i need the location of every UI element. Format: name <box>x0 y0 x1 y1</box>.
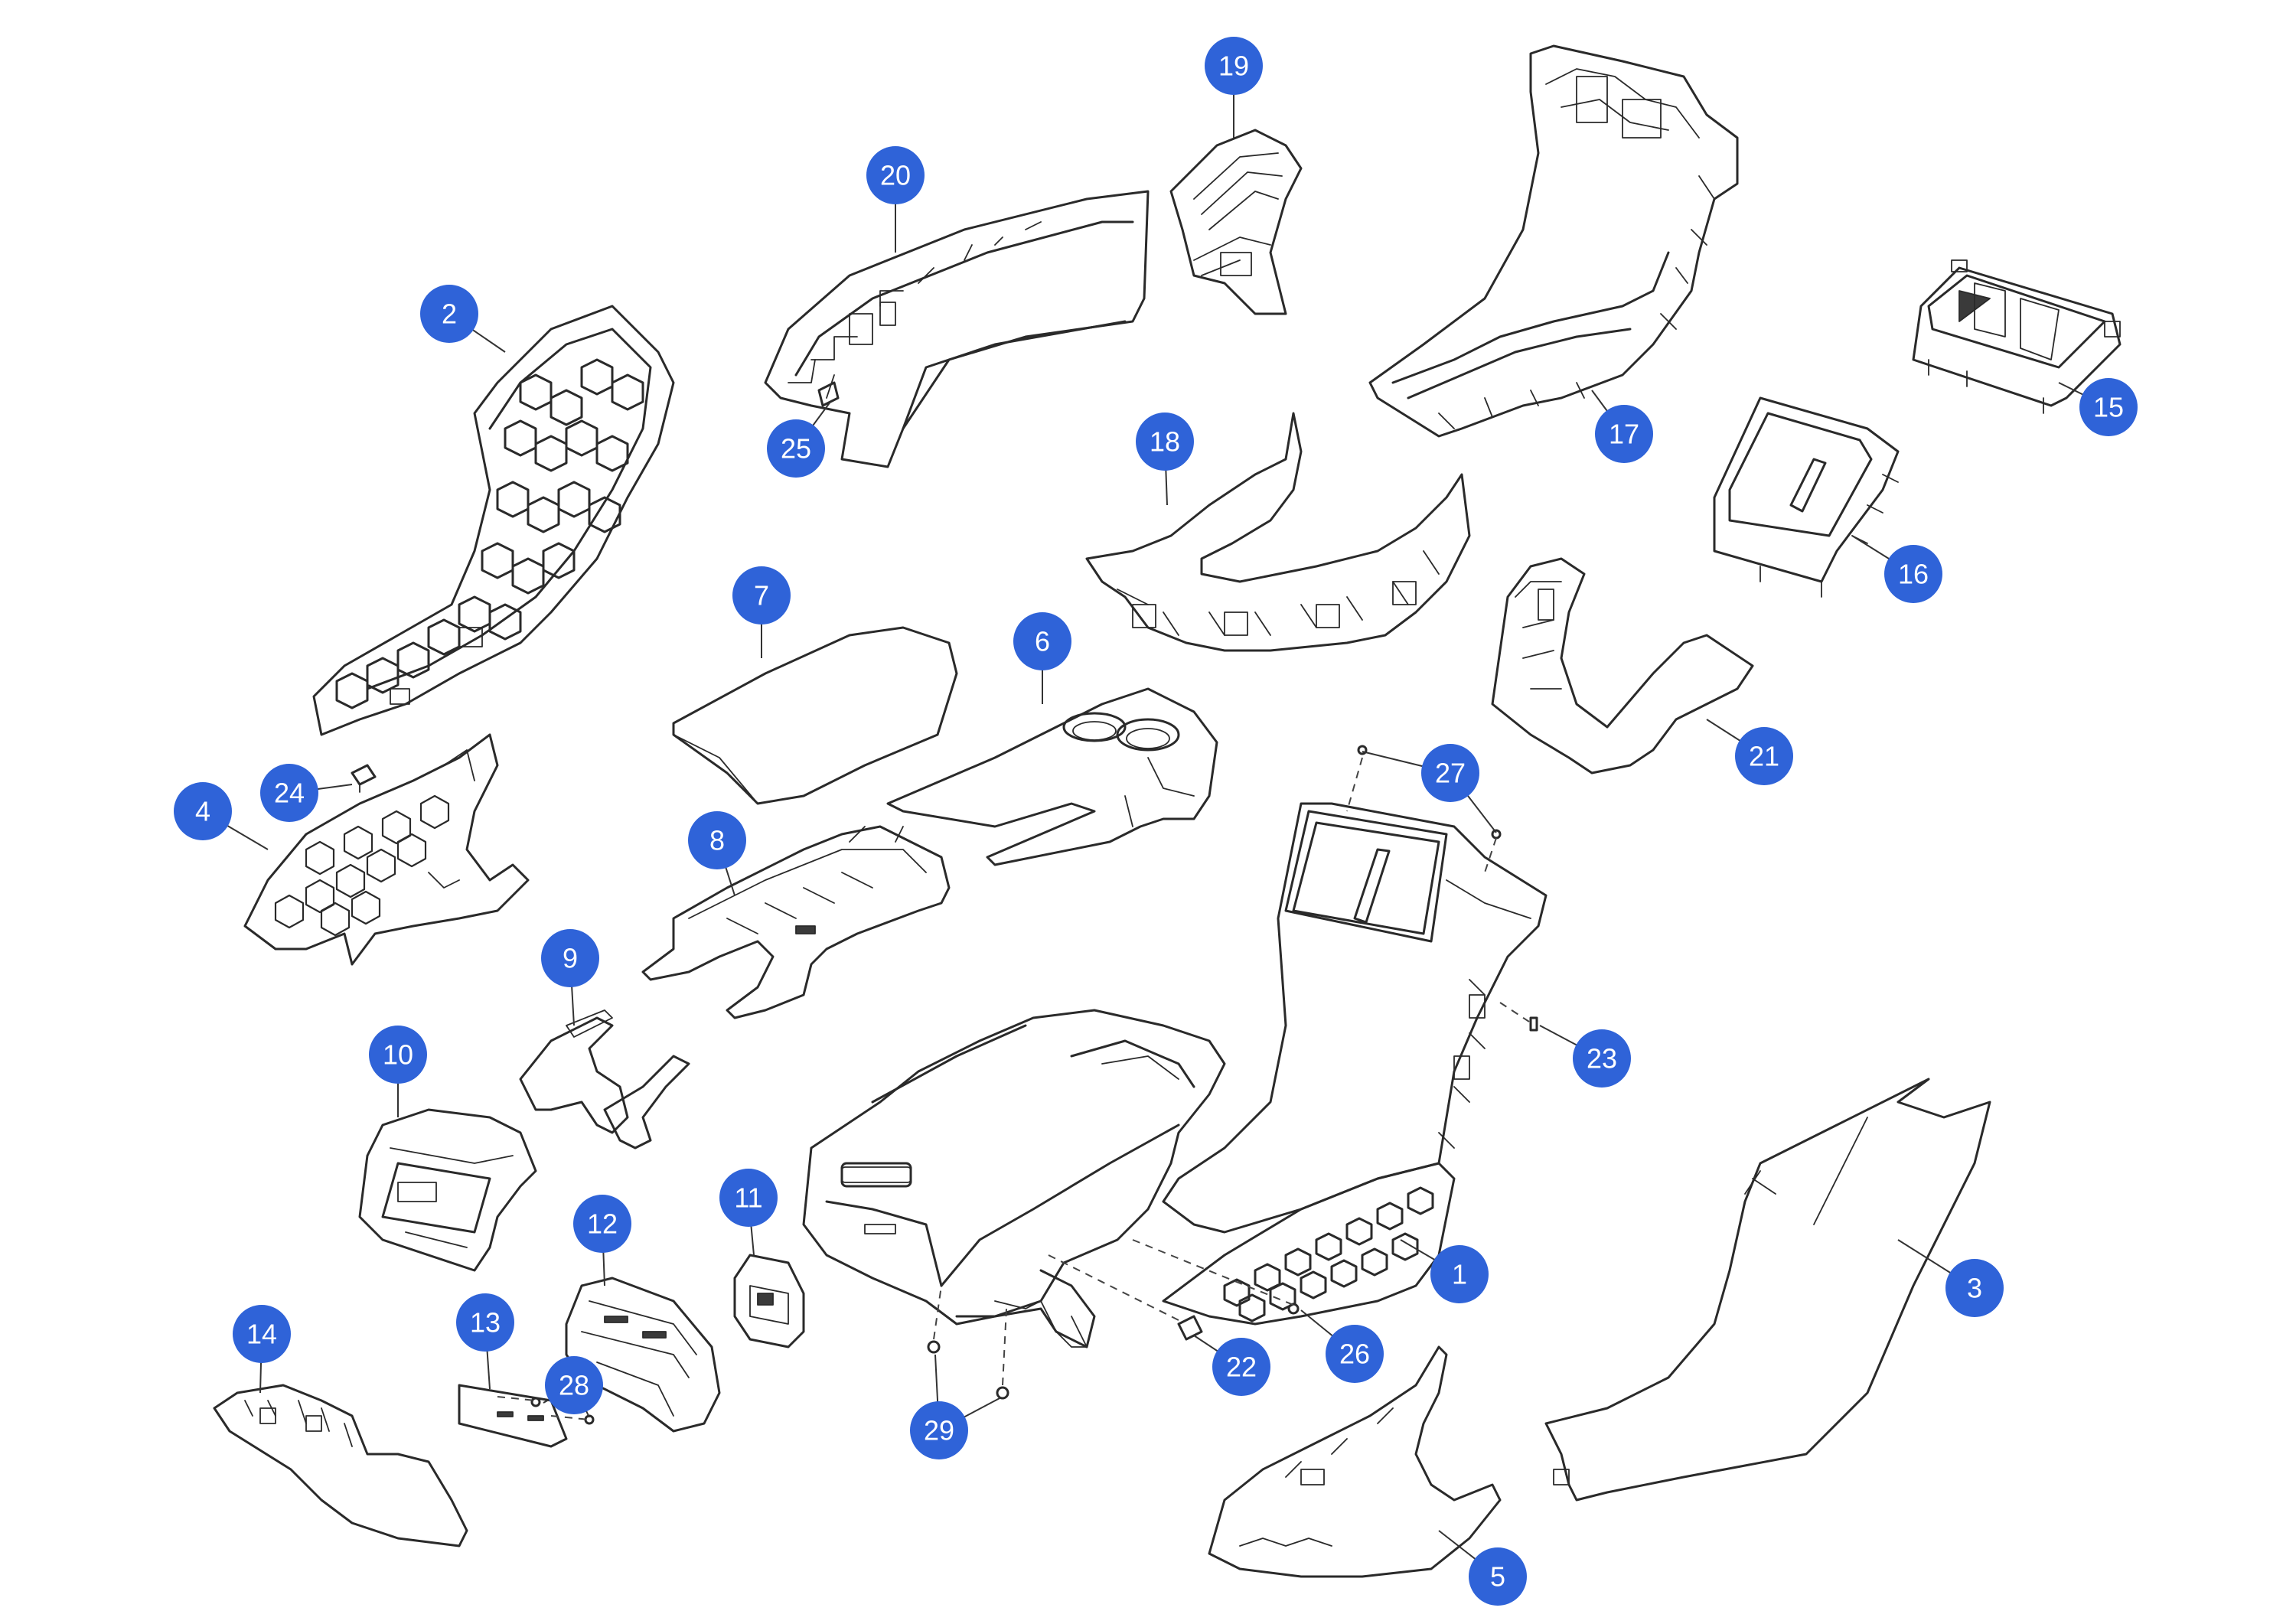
svg-text:19: 19 <box>1218 51 1249 82</box>
svg-text:25: 25 <box>781 433 811 465</box>
part-8-base-frame <box>641 825 951 1019</box>
svg-text:5: 5 <box>1490 1561 1505 1593</box>
svg-text:7: 7 <box>754 580 769 611</box>
callout-6: 6 <box>1013 612 1071 670</box>
part-25-clip <box>817 381 840 407</box>
callout-8: 8 <box>688 811 746 869</box>
svg-text:2: 2 <box>442 298 457 330</box>
svg-text:26: 26 <box>1339 1339 1370 1370</box>
svg-text:12: 12 <box>587 1208 618 1240</box>
svg-text:6: 6 <box>1035 626 1050 657</box>
callout-23: 23 <box>1573 1029 1631 1088</box>
callout-4: 4 <box>174 782 232 840</box>
svg-text:18: 18 <box>1150 426 1180 458</box>
part-5-side-trim <box>1208 1345 1502 1578</box>
part-4-lower-bracket <box>243 733 530 966</box>
svg-text:4: 4 <box>195 796 210 827</box>
svg-text:17: 17 <box>1609 419 1639 450</box>
part-9-bracket <box>519 1009 690 1150</box>
part-19-vent-bracket <box>1169 129 1303 315</box>
svg-text:3: 3 <box>1967 1273 1982 1304</box>
part-18-inner-panel <box>1085 412 1471 652</box>
svg-text:16: 16 <box>1898 559 1929 590</box>
callout-14: 14 <box>233 1305 291 1363</box>
svg-text:27: 27 <box>1435 758 1466 789</box>
part-21-rear-trim <box>1491 557 1754 774</box>
svg-text:14: 14 <box>246 1319 277 1350</box>
callout-1: 1 <box>1430 1245 1489 1303</box>
callout-13: 13 <box>456 1293 514 1352</box>
svg-text:22: 22 <box>1226 1352 1257 1383</box>
svg-text:29: 29 <box>924 1415 954 1446</box>
svg-text:23: 23 <box>1587 1043 1617 1075</box>
part-7-armrest-pad <box>672 626 958 805</box>
callout-15: 15 <box>2079 378 2138 436</box>
part-24-clip <box>351 764 377 793</box>
callout-18: 18 <box>1136 413 1194 471</box>
part-26-screw <box>1287 1303 1300 1315</box>
callout-28: 28 <box>545 1356 603 1414</box>
callout-20: 20 <box>866 146 925 204</box>
part-2-honeycomb-panel <box>312 305 675 736</box>
part-11-module <box>733 1254 805 1348</box>
part-20-armrest-shroud <box>764 190 1150 468</box>
svg-text:9: 9 <box>563 943 578 974</box>
part-17-console-frame <box>1368 44 1739 438</box>
part-16-cover-plate <box>1713 396 1900 598</box>
callout-27: 27 <box>1421 744 1479 802</box>
callout-26: 26 <box>1326 1325 1384 1383</box>
callout-10: 10 <box>369 1026 427 1084</box>
callout-24: 24 <box>260 764 318 822</box>
part-1-console-body <box>802 802 1548 1348</box>
callout-3: 3 <box>1945 1259 2004 1317</box>
callout-11: 11 <box>719 1169 778 1227</box>
callout-7: 7 <box>732 566 791 624</box>
part-23-clip <box>1529 1016 1538 1032</box>
part-6-cupholder-tray <box>886 687 1218 866</box>
part-3-large-panel <box>1544 1078 1991 1502</box>
callout-9: 9 <box>541 929 599 987</box>
callout-21: 21 <box>1735 727 1793 785</box>
svg-text:8: 8 <box>709 825 725 856</box>
svg-text:21: 21 <box>1749 741 1779 772</box>
callout-12: 12 <box>573 1195 631 1253</box>
callout-29: 29 <box>910 1401 968 1459</box>
callout-16: 16 <box>1884 545 1942 603</box>
callout-2: 2 <box>420 285 478 343</box>
part-22-clip <box>1177 1315 1203 1341</box>
callout-5: 5 <box>1469 1547 1527 1606</box>
svg-text:15: 15 <box>2093 392 2124 423</box>
part-15-module <box>1912 259 2122 414</box>
svg-text:10: 10 <box>383 1039 413 1071</box>
svg-text:13: 13 <box>470 1307 501 1339</box>
svg-text:1: 1 <box>1452 1259 1467 1290</box>
callout-19: 19 <box>1205 37 1263 95</box>
part-14-lower-trim <box>213 1384 468 1547</box>
callout-17: 17 <box>1595 405 1653 463</box>
svg-text:28: 28 <box>559 1370 589 1401</box>
part-29-screws <box>927 1340 1009 1400</box>
part-10-rear-bezel <box>358 1108 537 1272</box>
callout-25: 25 <box>767 419 825 478</box>
callout-22: 22 <box>1212 1338 1270 1396</box>
svg-text:20: 20 <box>880 160 911 191</box>
svg-text:24: 24 <box>274 778 305 809</box>
svg-text:11: 11 <box>734 1182 762 1214</box>
